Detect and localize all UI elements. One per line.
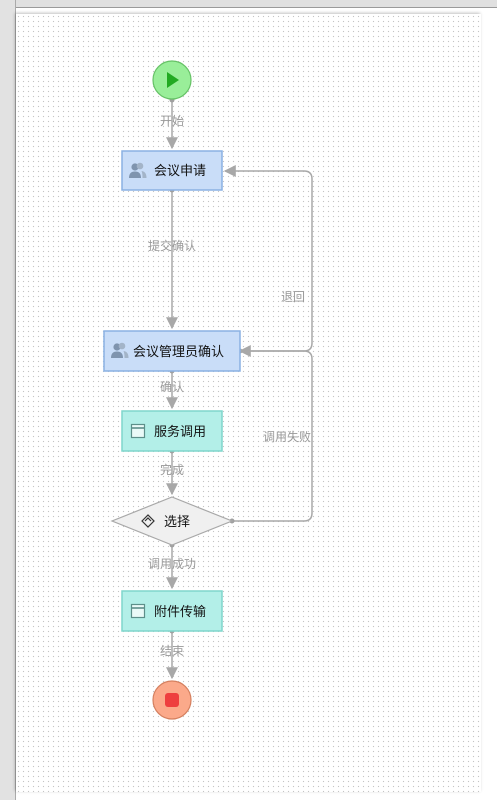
diagram-canvas[interactable] xyxy=(16,14,481,792)
edge-label-complete: 完成 xyxy=(160,462,184,477)
end-event[interactable] xyxy=(152,680,192,720)
edge-submit-confirm[interactable] xyxy=(166,187,178,330)
task-label: 附件传输 xyxy=(154,604,206,620)
user-task-icon xyxy=(111,342,129,358)
gateway-icon xyxy=(141,514,155,528)
edge-label-call-success: 调用成功 xyxy=(148,557,196,571)
task-meeting-apply[interactable]: 会议申请 xyxy=(121,150,223,191)
left-panel-edge xyxy=(0,0,16,800)
play-icon xyxy=(167,72,179,88)
gateway-choice[interactable]: 选择 xyxy=(110,496,234,546)
task-label: 服务调用 xyxy=(154,424,206,440)
task-admin-confirm[interactable]: 会议管理员确认 xyxy=(103,330,241,372)
edge-label-call-failed: 调用失败 xyxy=(263,429,311,444)
task-attachment-transfer[interactable]: 附件传输 xyxy=(121,590,223,632)
task-label: 会议申请 xyxy=(154,164,206,179)
edge-label-submit-confirm: 提交确认 xyxy=(148,238,196,253)
task-label: 会议管理员确认 xyxy=(133,345,224,360)
stop-icon xyxy=(165,693,179,707)
edge-label-end: 结束 xyxy=(160,644,184,658)
service-task-icon xyxy=(130,423,146,439)
start-event[interactable] xyxy=(152,60,192,100)
user-task-icon xyxy=(129,162,147,178)
edge-label-start: 开始 xyxy=(160,114,184,128)
gateway-label: 选择 xyxy=(164,515,190,530)
edge-go-back[interactable] xyxy=(223,165,313,354)
service-task-icon xyxy=(130,603,146,619)
task-service-call[interactable]: 服务调用 xyxy=(121,410,223,452)
top-ruler xyxy=(16,0,497,8)
edge-label-confirm: 确认 xyxy=(160,380,184,394)
edge-label-go-back: 退回 xyxy=(281,290,305,304)
